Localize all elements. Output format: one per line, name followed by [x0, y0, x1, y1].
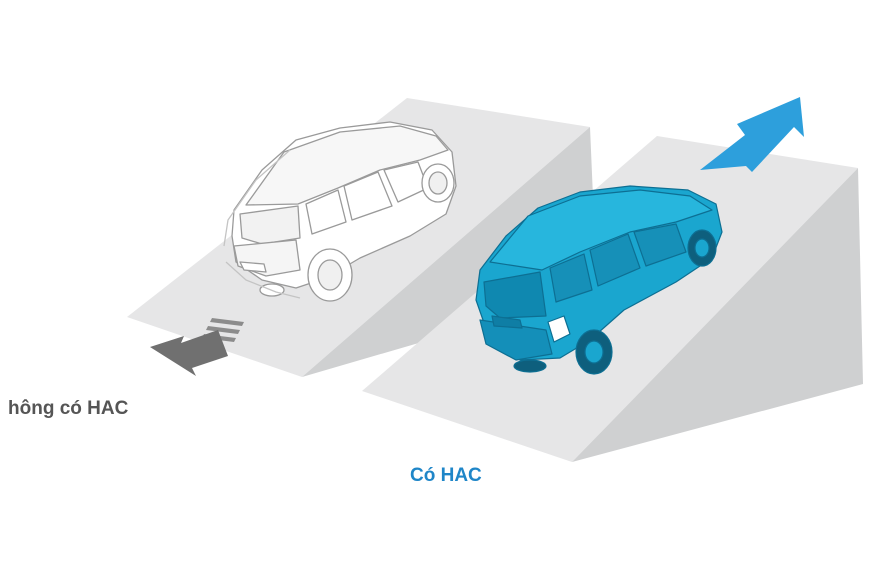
left-ramp-side: [302, 127, 597, 377]
arrow-down-left-icon: [150, 330, 228, 376]
right-ramp-side: [572, 168, 863, 462]
car-with-hac: [475, 185, 723, 375]
label-without-hac: hông có HAC: [8, 398, 129, 419]
car-without-hac: [223, 121, 457, 302]
label-with-hac: Có HAC: [410, 465, 482, 486]
arrow-up-right-icon: [700, 97, 804, 172]
